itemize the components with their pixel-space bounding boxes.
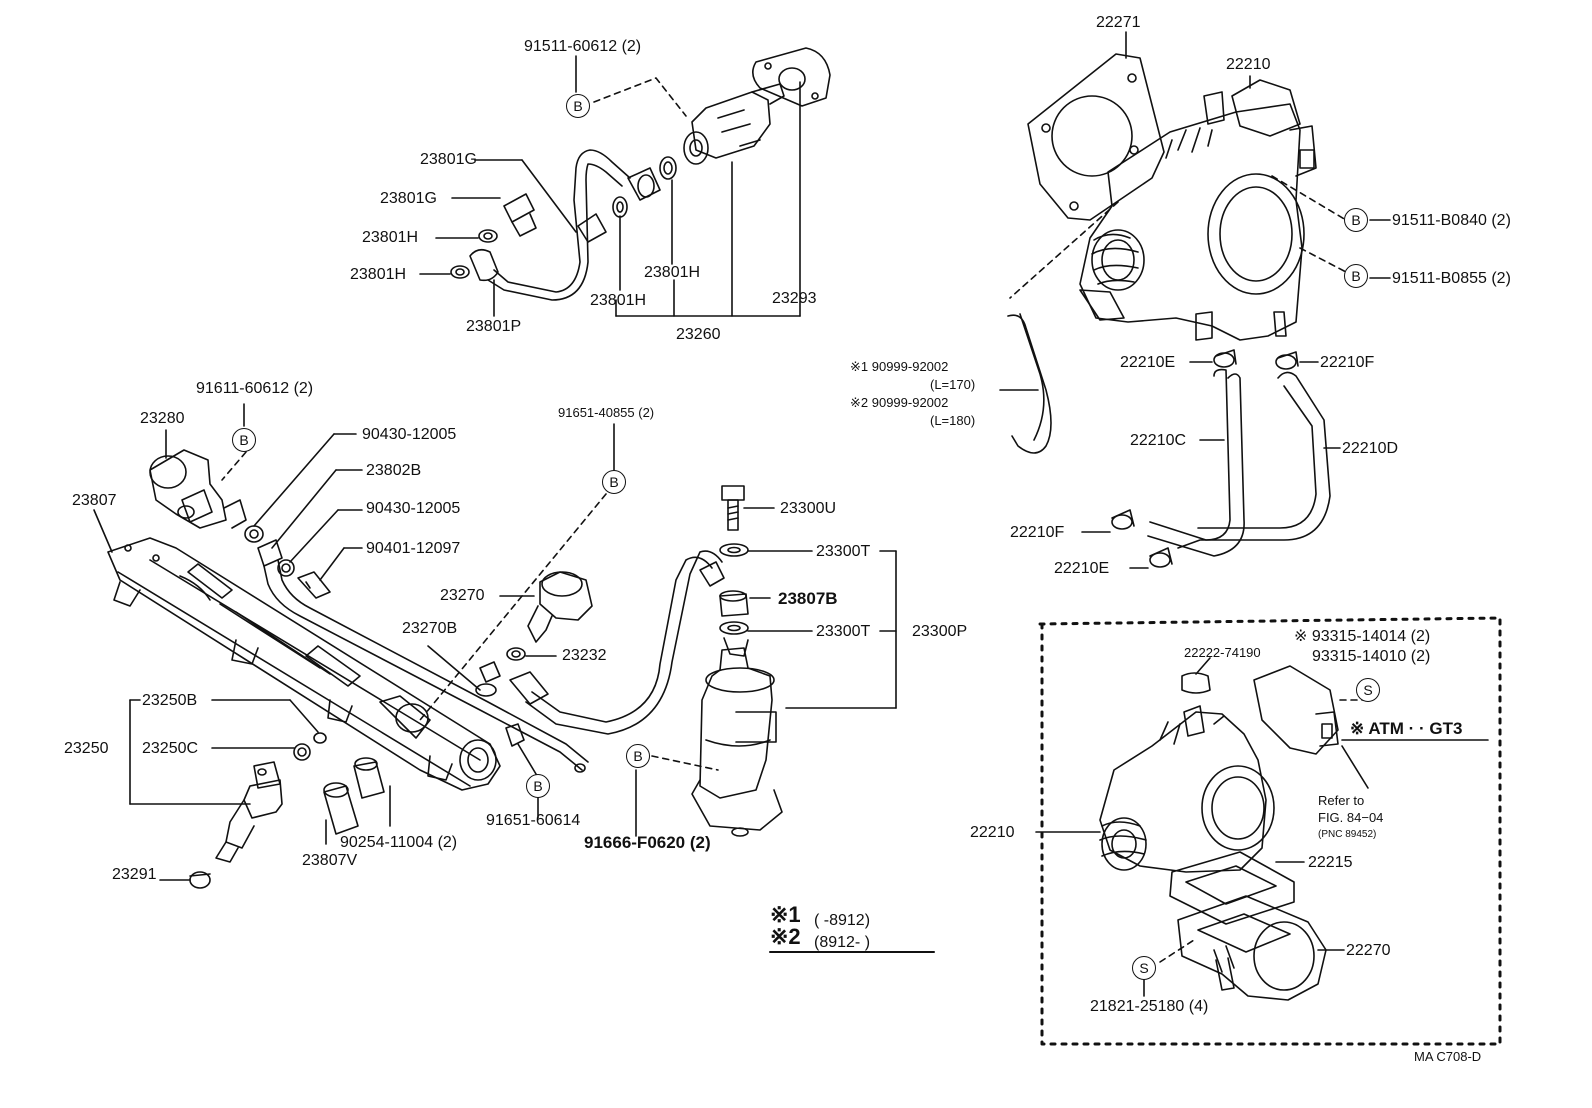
label-90254-11004: 90254-11004 (2) xyxy=(340,834,458,851)
label-23280: 23280 xyxy=(140,410,185,427)
label-23801h-left-upper: 23801H xyxy=(362,229,419,246)
bolt-callout-pump: B xyxy=(626,744,650,768)
label-hose-2-length: (L=180) xyxy=(930,413,976,428)
label-23291: 23291 xyxy=(112,866,157,883)
label-23250b: 23250B xyxy=(142,692,198,709)
label-hose-1-length: (L=170) xyxy=(930,377,976,392)
label-91511-b0840: 91511-B0840 (2) xyxy=(1392,212,1511,229)
label-22271: 22271 xyxy=(1096,14,1141,31)
legend-mark-2: ※2 xyxy=(770,924,801,949)
regulator-leader-lines xyxy=(419,55,801,317)
delivery-pipe-leader-lines xyxy=(93,403,539,881)
label-23250: 23250 xyxy=(64,740,109,757)
label-23300p: 23300P xyxy=(912,623,968,640)
label-23802b: 23802B xyxy=(366,462,422,479)
label-23807v: 23807V xyxy=(302,852,358,869)
label-22210d: 22210D xyxy=(1342,440,1399,457)
label-22270: 22270 xyxy=(1346,942,1391,959)
label-23300t-lower: 23300T xyxy=(816,623,871,640)
label-23801g-lower: 23801G xyxy=(380,190,437,207)
legend-mark-1: ※1 xyxy=(770,902,801,927)
throttle-leader-lines xyxy=(999,31,1391,569)
atm-gt3-note: ※ ATM · · GT3 xyxy=(1350,719,1463,738)
label-22210f-upper: 22210F xyxy=(1320,354,1375,371)
label-22210e-lower: 22210E xyxy=(1054,560,1110,577)
label-23270: 23270 xyxy=(440,587,485,604)
bolt-callout-pipe-clamp: B xyxy=(526,774,550,798)
label-93315-14014: ※ 93315-14014 (2) xyxy=(1294,628,1431,645)
bolt-callout-throttle-upper: B xyxy=(1344,208,1368,232)
label-23300t-upper: 23300T xyxy=(816,543,871,560)
refer-to-line-2: FIG. 84−04 xyxy=(1318,810,1384,825)
label-90401-12097: 90401-12097 xyxy=(366,540,461,557)
label-23293: 23293 xyxy=(772,290,817,307)
label-22210-top: 22210 xyxy=(1226,56,1271,73)
screw-callout-sensor: S xyxy=(1356,678,1380,702)
label-hose-1-code: ※1 90999-92002 xyxy=(850,359,949,374)
label-21821-25180: 21821-25180 (4) xyxy=(1090,998,1209,1015)
label-90430-12005-lower: 90430-12005 xyxy=(366,500,461,517)
label-91611-60612: 91611-60612 (2) xyxy=(196,380,314,397)
gt3-throttle-box xyxy=(1035,616,1502,1046)
label-22210f-lower: 22210F xyxy=(1010,524,1065,541)
label-23801h-center-upper: 23801H xyxy=(644,264,701,281)
figure-code: MA C708-D xyxy=(1414,1049,1482,1064)
label-23801p: 23801P xyxy=(466,318,522,335)
label-22210-box: 22210 xyxy=(970,824,1015,841)
refer-to-line-1: Refer to xyxy=(1318,793,1365,808)
label-23232: 23232 xyxy=(562,647,607,664)
label-90430-12005-upper: 90430-12005 xyxy=(362,426,457,443)
label-91651-40855: 91651-40855 (2) xyxy=(558,405,655,420)
label-91651-60614: 91651-60614 xyxy=(486,812,581,829)
bolt-callout-damper: B xyxy=(232,428,256,452)
legend-range-2: (8912- ) xyxy=(814,934,871,951)
pump-leader-lines xyxy=(499,423,897,837)
label-91511-60612: 91511-60612 (2) xyxy=(524,38,642,55)
legend-range-1: ( -8912) xyxy=(814,912,871,929)
fuel-pump-group xyxy=(475,485,783,837)
label-23801h-left-lower: 23801H xyxy=(350,266,407,283)
refer-to-line-3: (PNC 89452) xyxy=(1318,829,1377,840)
label-23801h-center-lower: 23801H xyxy=(590,292,647,309)
label-93315-14010: 93315-14010 (2) xyxy=(1312,648,1431,665)
label-23801g-upper: 23801G xyxy=(420,151,477,168)
label-22210c: 22210C xyxy=(1130,432,1187,449)
fuel-delivery-pipe-group xyxy=(107,449,607,889)
label-23270b: 23270B xyxy=(402,620,458,637)
bolt-callout-regulator: B xyxy=(566,94,590,118)
label-22222-74190: 22222-74190 xyxy=(1184,645,1261,660)
label-23260: 23260 xyxy=(676,326,721,343)
label-23807b: 23807B xyxy=(778,589,838,608)
label-22215: 22215 xyxy=(1308,854,1353,871)
bolt-callout-pressure-regulator: B xyxy=(602,470,626,494)
label-hose-2-code: ※2 90999-92002 xyxy=(850,395,949,410)
fuel-pressure-regulator-group xyxy=(450,47,831,301)
label-23250c: 23250C xyxy=(142,740,199,757)
screw-callout-adapter: S xyxy=(1132,956,1156,980)
bolt-callout-throttle-lower: B xyxy=(1344,264,1368,288)
throttle-body-group xyxy=(1007,53,1347,568)
label-23300u: 23300U xyxy=(780,500,837,517)
label-91511-b0855: 91511-B0855 (2) xyxy=(1392,270,1511,287)
label-22210e-upper: 22210E xyxy=(1120,354,1176,371)
label-23807: 23807 xyxy=(72,492,117,509)
label-91666-f0620: 91666-F0620 (2) xyxy=(584,833,711,852)
